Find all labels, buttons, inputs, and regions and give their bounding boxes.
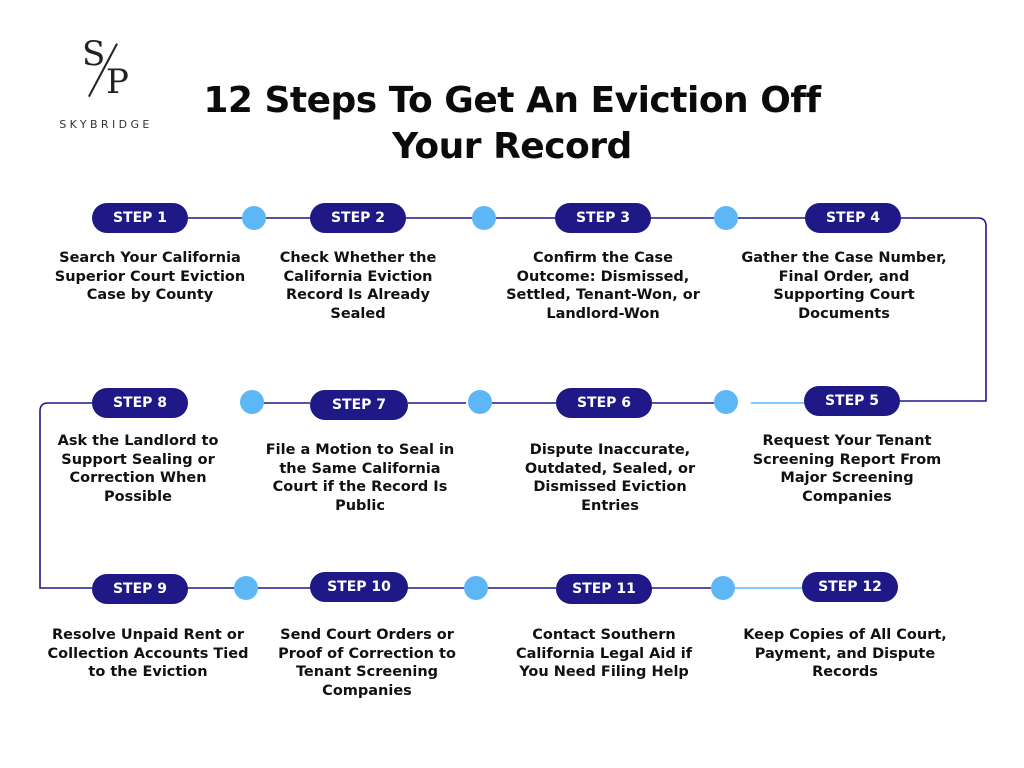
step-10-badge: STEP 10 bbox=[310, 572, 408, 602]
step-6-badge: STEP 6 bbox=[556, 388, 652, 418]
logo-letter-p: P bbox=[106, 62, 129, 102]
title-line-2: Your Record bbox=[392, 126, 632, 167]
step-8-description: Ask the Landlord to Support Sealing or C… bbox=[57, 433, 219, 505]
step-6-description: Dispute Inaccurate, Outdated, Sealed, or… bbox=[524, 442, 696, 514]
connector-right-turn bbox=[900, 217, 987, 402]
step-3-description: Confirm the Case Outcome: Dismissed, Set… bbox=[506, 250, 700, 322]
logo-letter-s: S bbox=[82, 34, 106, 74]
step-9-badge: STEP 9 bbox=[92, 574, 188, 604]
connector-dot bbox=[714, 390, 738, 414]
title-line-1: 12 Steps To Get An Eviction Off bbox=[203, 80, 821, 121]
connector-dot bbox=[242, 206, 266, 230]
logo-monogram: S P bbox=[76, 34, 136, 102]
step-7-description: File a Motion to Seal in the Same Califo… bbox=[265, 442, 455, 514]
step-11-description: Contact Southern California Legal Aid if… bbox=[515, 627, 693, 680]
page-title: 12 Steps To Get An Eviction Off Your Rec… bbox=[170, 78, 854, 170]
connector-dot bbox=[711, 576, 735, 600]
connector-dot bbox=[472, 206, 496, 230]
step-9-description: Resolve Unpaid Rent or Collection Accoun… bbox=[47, 627, 249, 680]
logo-wordmark: SKYBRIDGE bbox=[59, 118, 153, 131]
step-3-badge: STEP 3 bbox=[555, 203, 651, 233]
step-1-description: Search Your California Superior Court Ev… bbox=[54, 250, 246, 303]
step-1-badge: STEP 1 bbox=[92, 203, 188, 233]
connector-dot bbox=[234, 576, 258, 600]
step-12-badge: STEP 12 bbox=[802, 572, 898, 602]
connector-left-turn bbox=[39, 402, 92, 589]
step-7-badge: STEP 7 bbox=[310, 390, 408, 420]
step-2-description: Check Whether the California Eviction Re… bbox=[279, 250, 437, 322]
step-4-badge: STEP 4 bbox=[805, 203, 901, 233]
connector-dot bbox=[714, 206, 738, 230]
connector-dot bbox=[468, 390, 492, 414]
step-11-badge: STEP 11 bbox=[556, 574, 652, 604]
skybridge-logo: S P SKYBRIDGE bbox=[46, 34, 166, 136]
step-12-description: Keep Copies of All Court, Payment, and D… bbox=[743, 627, 947, 680]
connector-dot bbox=[464, 576, 488, 600]
step-5-badge: STEP 5 bbox=[804, 386, 900, 416]
step-8-badge: STEP 8 bbox=[92, 388, 188, 418]
step-5-description: Request Your Tenant Screening Report Fro… bbox=[752, 433, 942, 505]
step-2-badge: STEP 2 bbox=[310, 203, 406, 233]
connector-dot bbox=[240, 390, 264, 414]
step-10-description: Send Court Orders or Proof of Correction… bbox=[278, 627, 456, 699]
step-4-description: Gather the Case Number, Final Order, and… bbox=[741, 250, 947, 322]
